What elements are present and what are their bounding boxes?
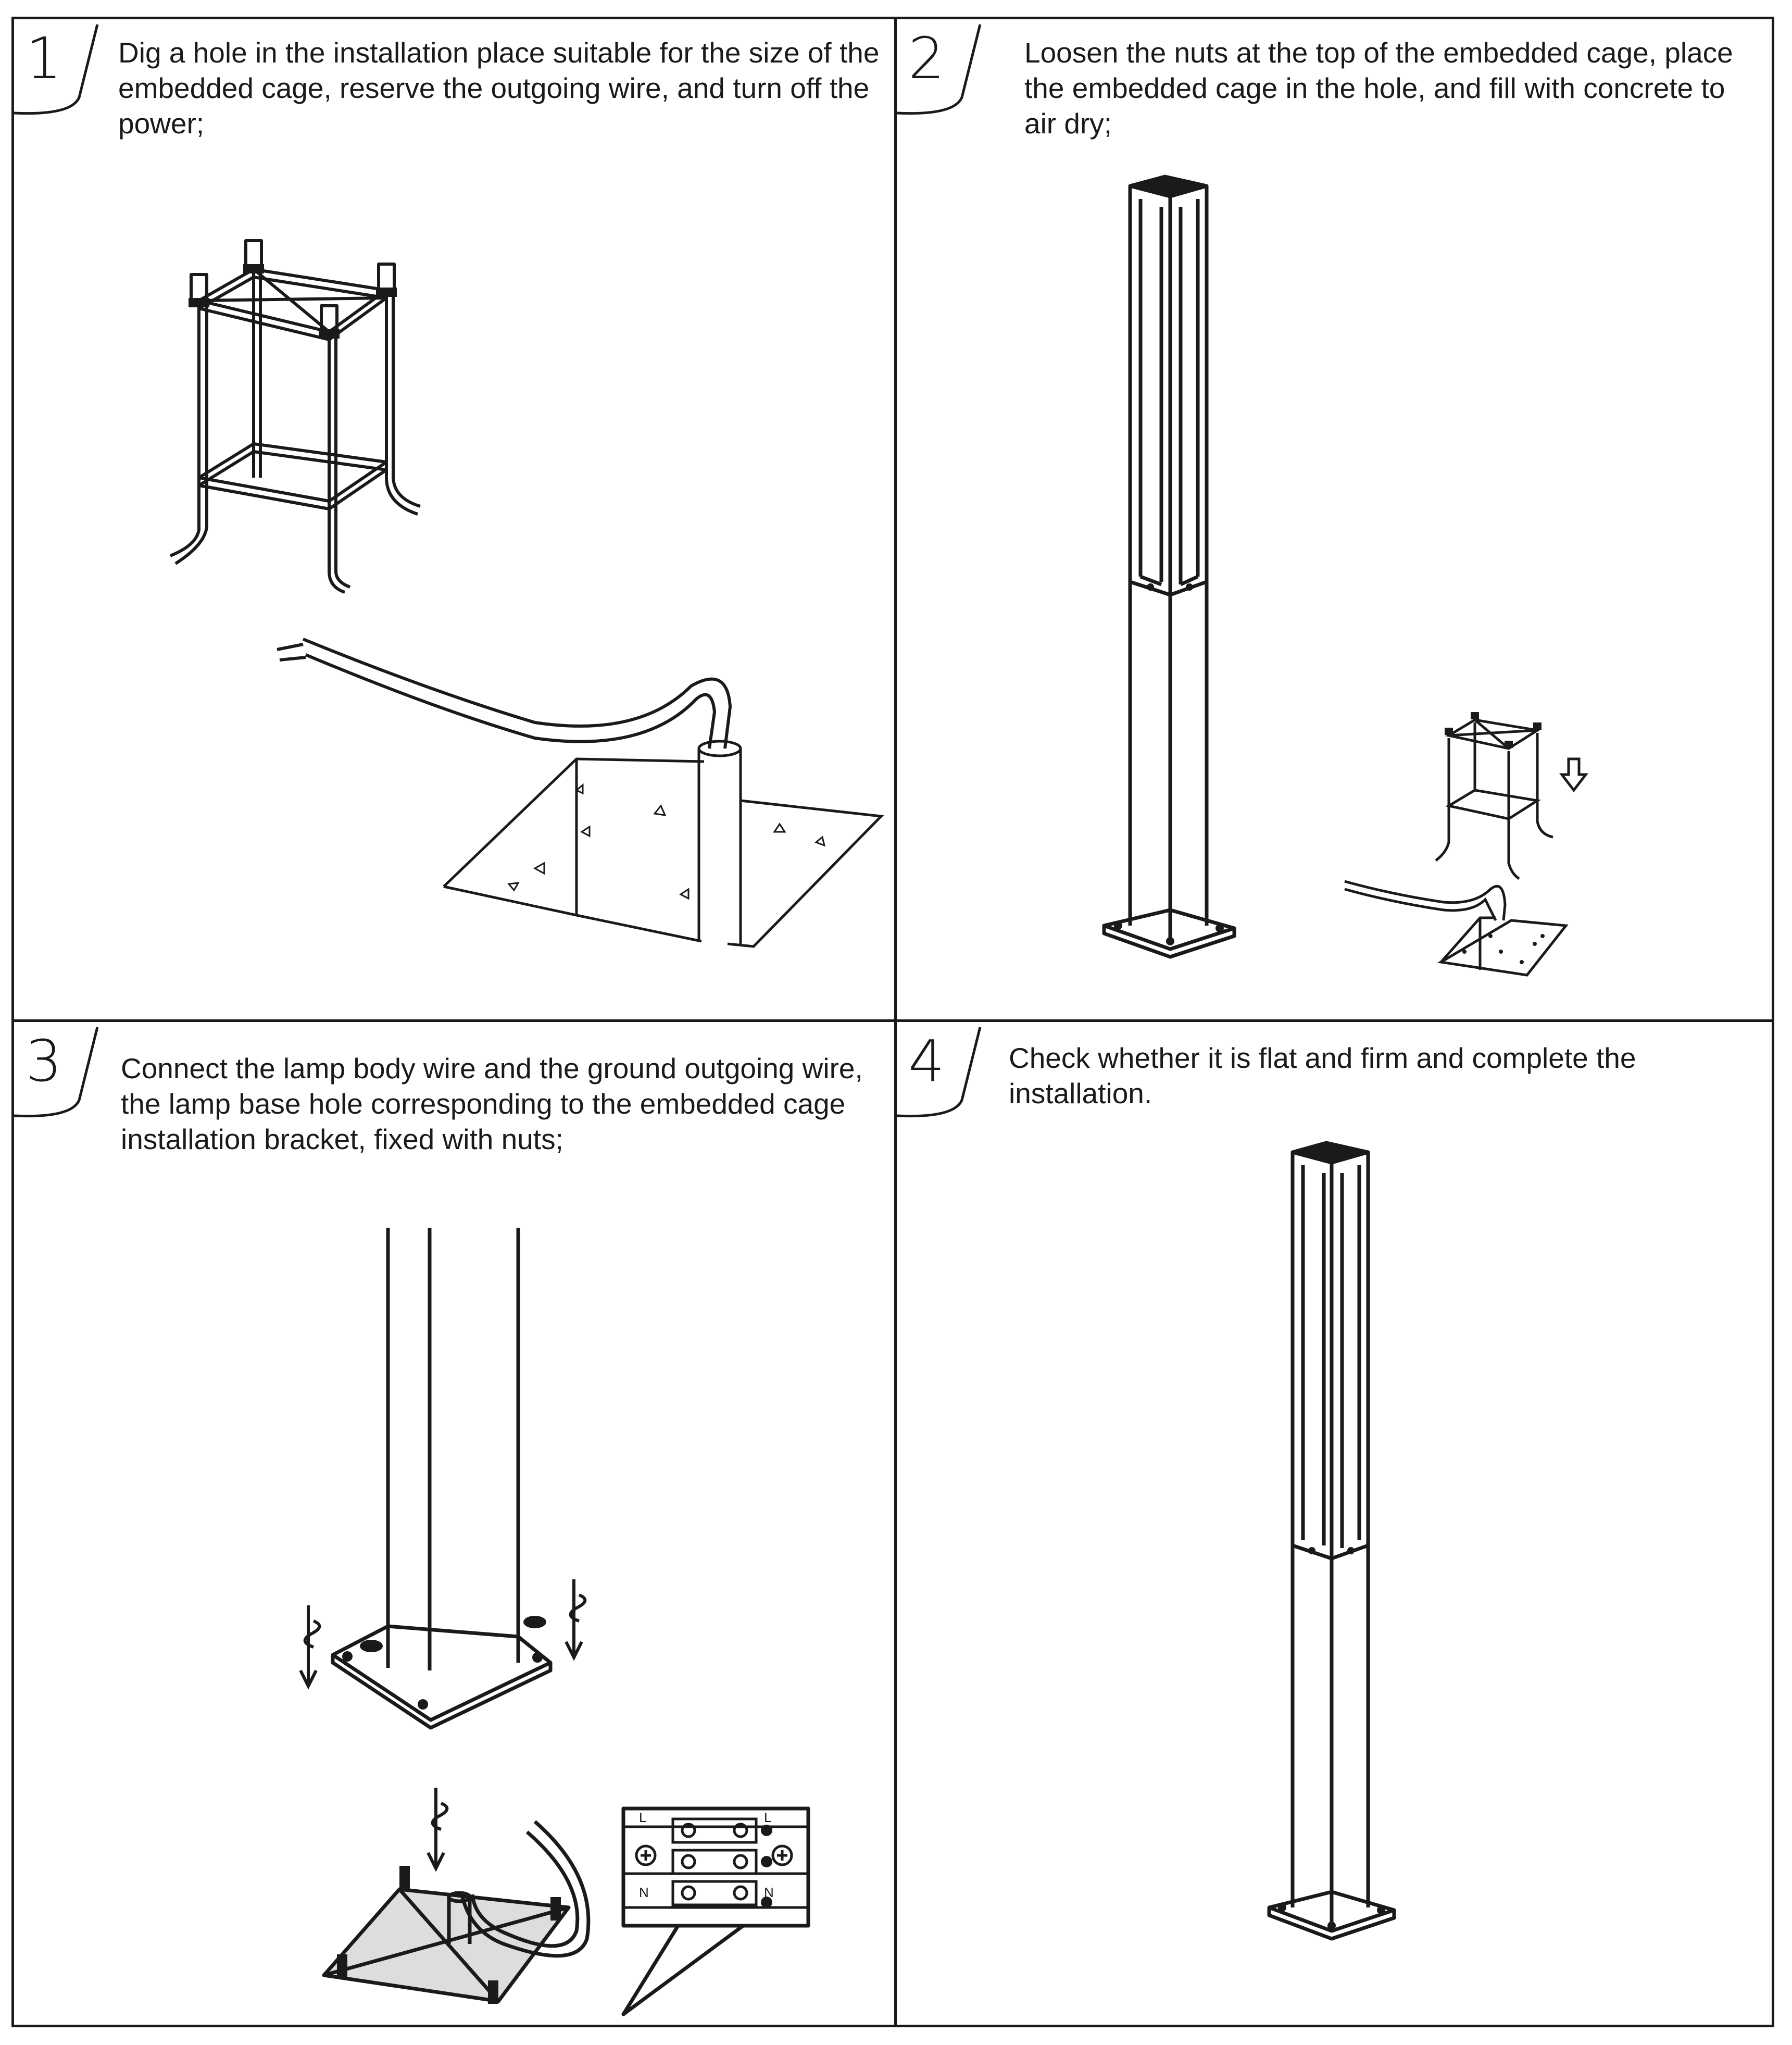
step-instruction: Connect the lamp body wire and the groun… [121,1052,863,1155]
instruction-sheet: 1 Dig a hole in the installation place s… [11,17,1774,2027]
live-label-left: L [639,1810,646,1825]
installed-lamp-post-illustration [1267,1141,1396,1941]
step-instruction: Dig a hole in the installation place sui… [118,36,880,140]
step-instruction: Loosen the nuts at the top of the embedd… [1024,36,1733,140]
step-number-badge: 4 [897,1022,982,1118]
embedded-cage-and-hole-illustration [169,239,884,948]
step-panel-4: 4 Check whether it is flat and firm and … [897,1022,1772,2025]
step-number-badge: 3 [14,1022,99,1118]
neutral-label-left: N [639,1885,649,1900]
step-number: 2 [908,25,945,92]
step-instruction: Check whether it is flat and firm and co… [1009,1042,1636,1109]
lamp-post-and-cage-illustration [1102,174,1589,977]
horizontal-divider [14,1019,1772,1022]
step-panel-2: 2 Loosen the nuts at the top of the embe… [897,19,1772,1019]
step-panel-3: 3 Connect the lamp body wire and the gro… [14,1022,894,2025]
step-number-badge: 1 [14,19,99,115]
neutral-label-right: N [764,1885,774,1900]
step-panel-1: 1 Dig a hole in the installation place s… [14,19,894,1019]
step-number: 1 [26,25,62,92]
vertical-divider [894,19,897,2025]
live-label-right: L [764,1810,771,1825]
step-number: 3 [26,1028,62,1094]
step-number-badge: 2 [897,19,982,115]
step-number: 4 [908,1028,945,1094]
wiring-and-base-fixing-illustration: L L N N [299,1228,810,2016]
